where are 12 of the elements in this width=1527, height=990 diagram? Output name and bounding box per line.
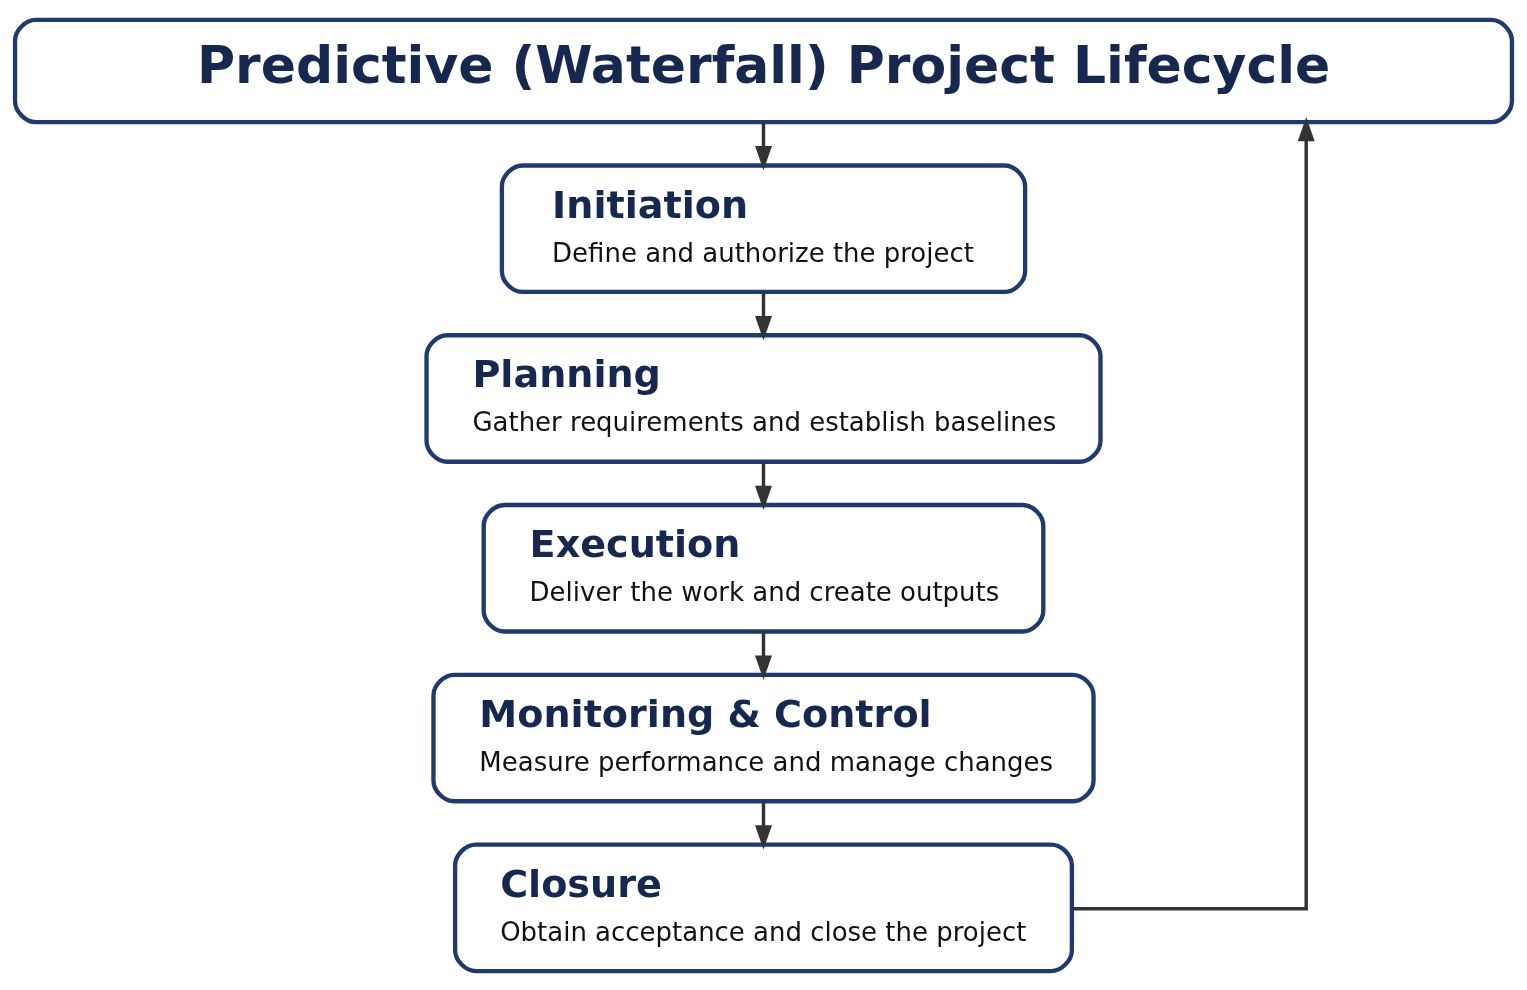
node-box: Closure Obtain acceptance and close the project (452, 841, 1075, 973)
node-box: Predictive (Waterfall) Project Lifecycle (12, 17, 1515, 124)
arrow (755, 291, 772, 340)
node-box: Initiation Define and authorize the project (499, 162, 1028, 294)
arrow (755, 461, 772, 510)
arrow (755, 631, 772, 680)
node-box: Monitoring & Control Measure performance and manage changes (431, 672, 1096, 803)
node-box: Planning Gather requirements and establish baselines (424, 332, 1103, 464)
arrow (755, 801, 772, 850)
arrow (1072, 116, 1315, 910)
node-box: Execution Deliver the work and create outputs (481, 502, 1046, 634)
arrow (755, 121, 772, 170)
